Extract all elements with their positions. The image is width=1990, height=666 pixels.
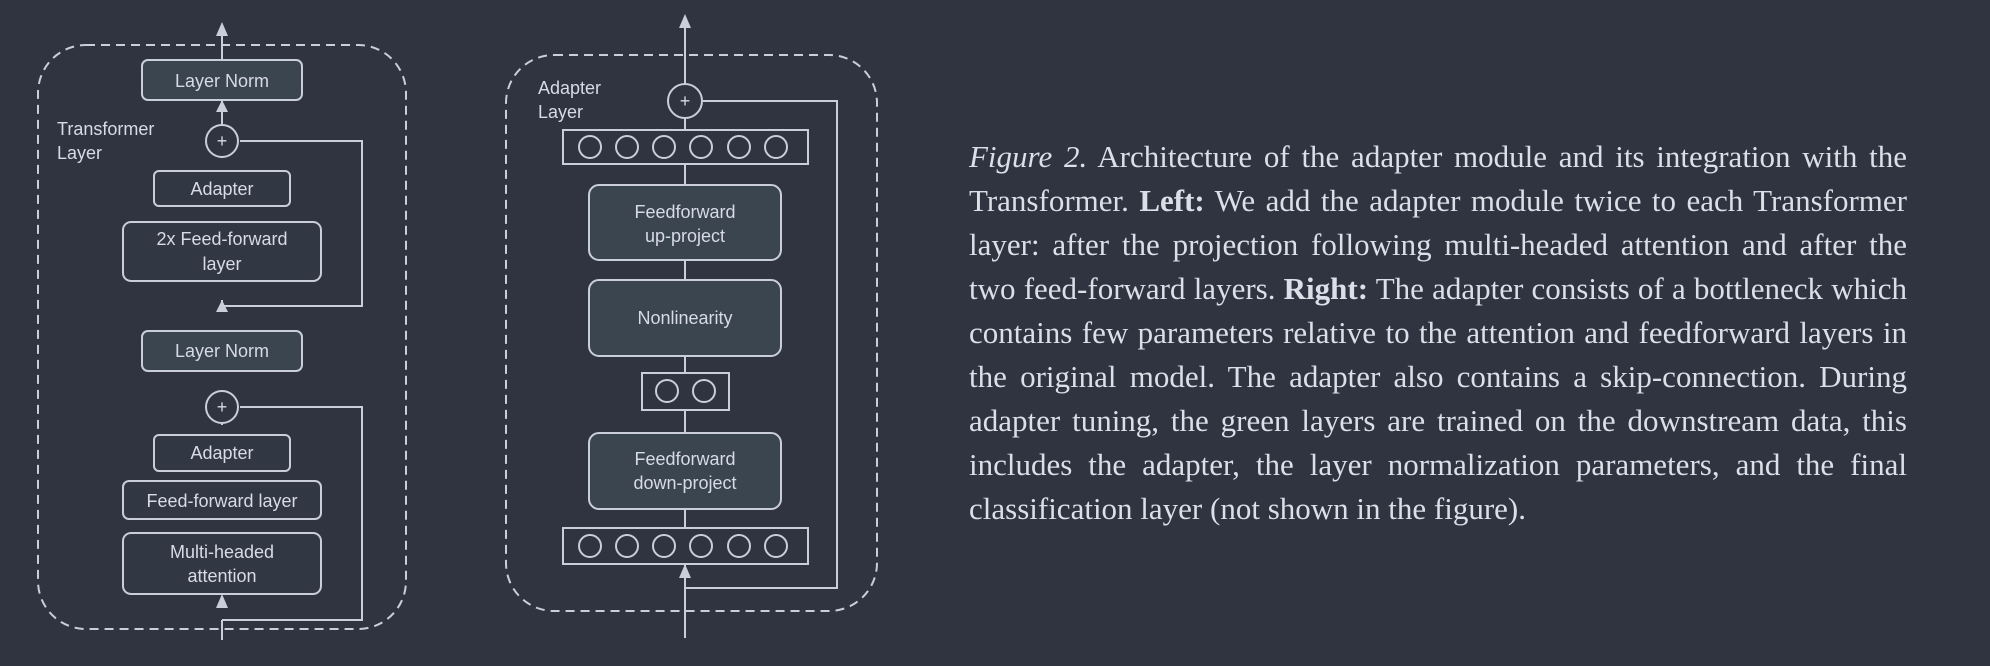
ffn-2x-label-line2: layer	[202, 254, 241, 274]
mha-label-line1: Multi-headed	[170, 542, 274, 562]
arrow-into-ffn2x	[216, 300, 228, 312]
adapter-layer-border	[505, 54, 878, 612]
ffn-layer-box: Feed-forward layer	[122, 480, 322, 520]
neuron	[692, 379, 716, 403]
down-project-label-line2: down-project	[633, 473, 736, 493]
caption-text-1: Architecture of the adapter module and i…	[969, 139, 1907, 218]
caption-text-3: The adapter consists of a bottleneck whi…	[969, 271, 1907, 526]
layer-norm-mid-box: Layer Norm	[141, 330, 303, 372]
adapter-layer-panel: Adapter Layer +	[505, 14, 878, 638]
plus-symbol-top: +	[217, 131, 228, 151]
right-arrowheads	[679, 14, 691, 578]
nonlinearity-box: Nonlinearity	[588, 279, 782, 357]
down-project-label-line1: Feedforward	[634, 449, 735, 469]
up-project-label-line2: up-project	[645, 226, 725, 246]
transformer-layer-label-line2: Layer	[57, 143, 102, 163]
bottleneck-neuron-row	[641, 372, 730, 411]
neuron	[689, 135, 713, 159]
mha-box: Multi-headed attention	[122, 532, 322, 595]
plus-symbol-adapter: +	[680, 91, 691, 111]
arrow-out-adapter	[679, 14, 691, 28]
nonlinearity-label: Nonlinearity	[637, 308, 732, 328]
adapter-layer-label-line1: Adapter	[538, 78, 601, 98]
down-project-box: Feedforward down-project	[588, 432, 782, 510]
caption-text-2: We add the adapter module twice to each …	[969, 183, 1908, 306]
layer-norm-top-box: Layer Norm	[141, 59, 303, 101]
neuron	[578, 534, 602, 558]
neuron	[652, 135, 676, 159]
mha-label-line2: attention	[187, 566, 256, 586]
neuron	[578, 135, 602, 159]
layer-norm-top-label: Layer Norm	[175, 71, 269, 91]
neuron	[652, 534, 676, 558]
neuron	[615, 534, 639, 558]
neuron	[655, 379, 679, 403]
caption-right-label: Right:	[1283, 271, 1369, 306]
ffn-2x-box: 2x Feed-forward layer	[122, 221, 322, 282]
arrow-into-norm-top	[216, 100, 228, 112]
adapter-layer-label-line2: Layer	[538, 102, 583, 122]
input-neuron-row	[562, 527, 809, 565]
plus-node-bottom: +	[205, 390, 239, 424]
neuron	[764, 534, 788, 558]
adapter-top-label: Adapter	[190, 179, 253, 199]
adapter-bottom-box: Adapter	[153, 434, 291, 472]
architecture-diagram: Transformer Layer	[37, 14, 878, 640]
transformer-layer-panel: Transformer Layer	[37, 22, 407, 640]
arrow-in-adapter	[679, 564, 691, 578]
arrow-in-bottom	[216, 594, 228, 608]
layer-norm-mid-label: Layer Norm	[175, 341, 269, 361]
neuron	[727, 135, 751, 159]
output-neuron-row	[562, 129, 809, 165]
figure-caption: Figure 2. Architecture of the adapter mo…	[969, 135, 1907, 531]
left-arrowheads	[216, 22, 228, 608]
up-project-box: Feedforward up-project	[588, 184, 782, 261]
neuron	[727, 534, 751, 558]
plus-node-adapter: +	[667, 83, 703, 119]
ffn-2x-label-line1: 2x Feed-forward	[156, 229, 287, 249]
adapter-top-box: Adapter	[153, 170, 291, 207]
ffn-layer-label: Feed-forward layer	[146, 491, 297, 511]
caption-left-label: Left:	[1139, 183, 1205, 218]
up-project-label-line1: Feedforward	[634, 202, 735, 222]
neuron	[689, 534, 713, 558]
arrow-out-top	[216, 22, 228, 36]
adapter-bottom-label: Adapter	[190, 443, 253, 463]
neuron	[764, 135, 788, 159]
plus-symbol-bottom: +	[217, 397, 228, 417]
plus-node-top: +	[205, 124, 239, 158]
neuron	[615, 135, 639, 159]
figure-label: Figure 2.	[969, 139, 1088, 174]
transformer-layer-label-line1: Transformer	[57, 119, 154, 139]
